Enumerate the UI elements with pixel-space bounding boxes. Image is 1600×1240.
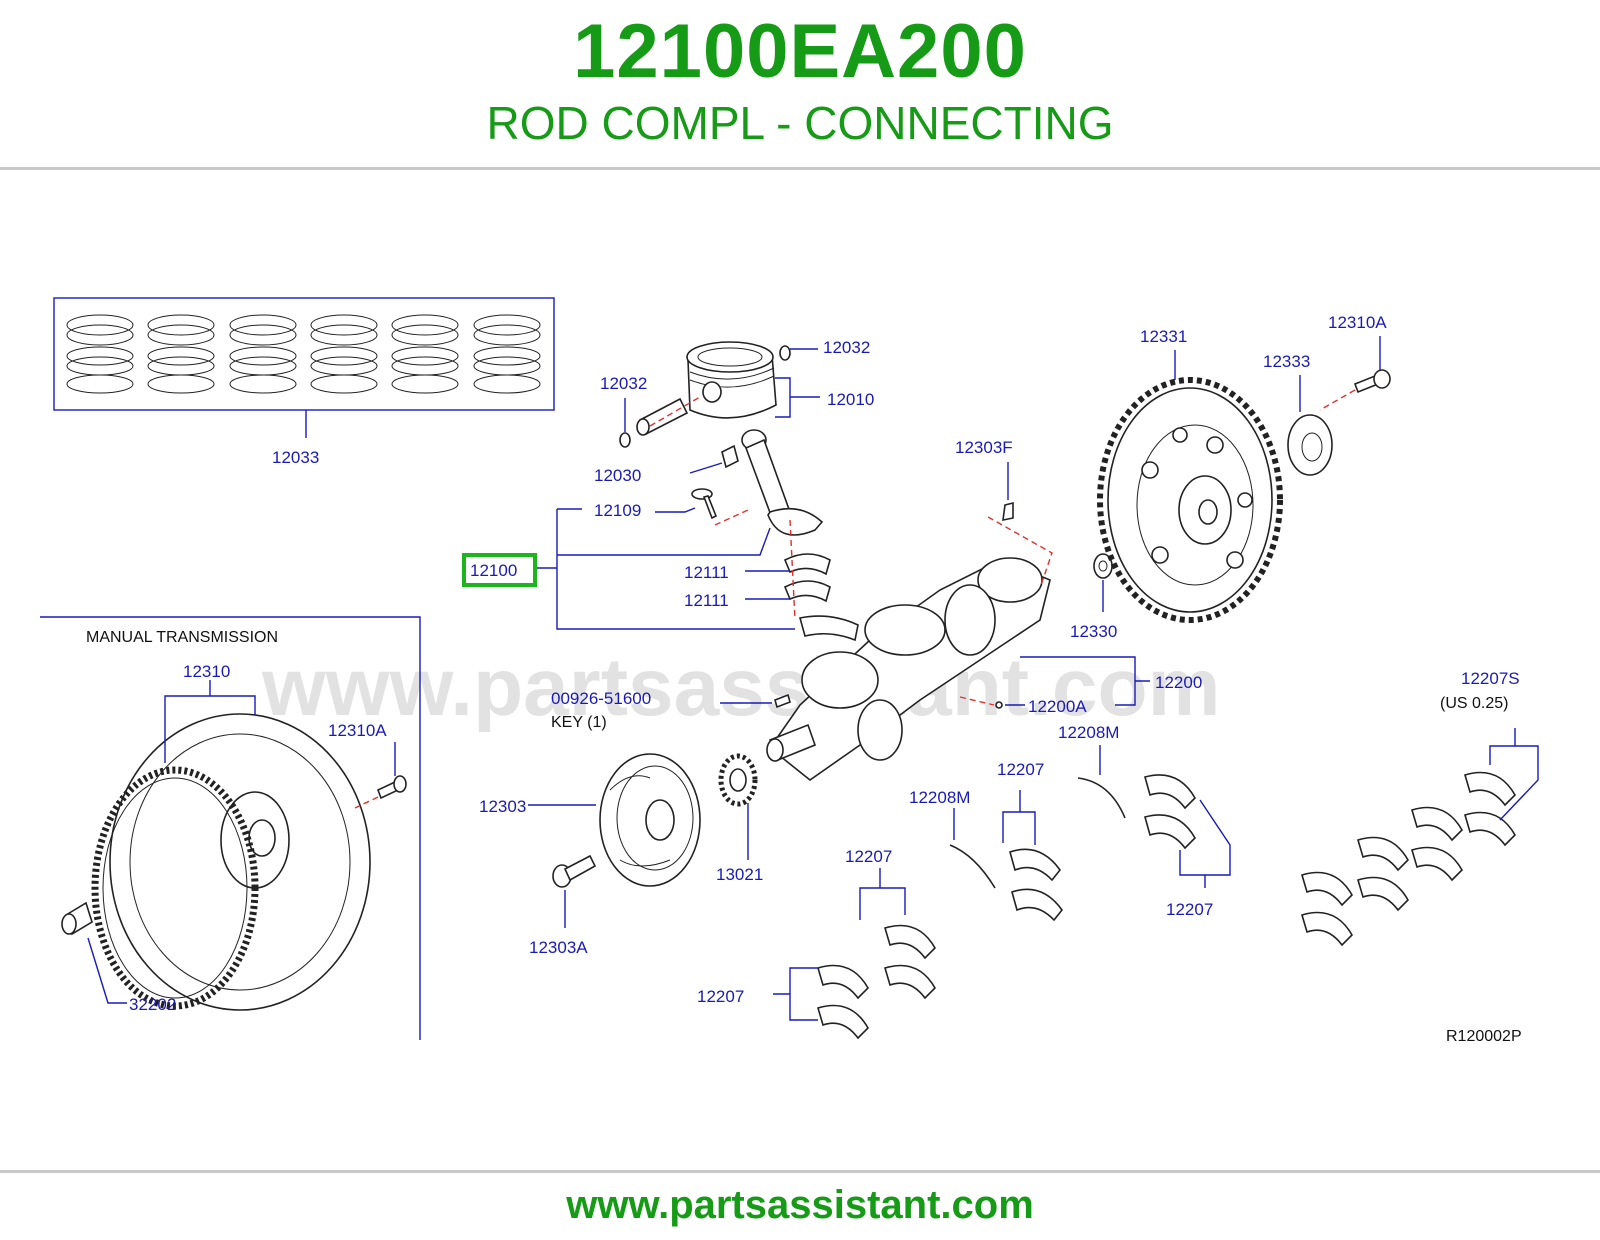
label-32202[interactable]: 32202 [129, 995, 176, 1014]
drawing-code: R120002P [1446, 1028, 1522, 1045]
label-12111-lower[interactable]: 12111 [684, 591, 729, 610]
label-12303[interactable]: 12303 [479, 797, 526, 816]
crankshaft [766, 516, 1053, 781]
label-12310A-right[interactable]: 12310A [1328, 313, 1387, 332]
label-12330[interactable]: 12330 [1070, 622, 1117, 641]
label-12303A[interactable]: 12303A [529, 938, 588, 957]
highlight-box-12100 [462, 553, 537, 587]
label-12032-left[interactable]: 12032 [600, 374, 647, 393]
part-description: ROD COMPL - CONNECTING [486, 97, 1114, 149]
header: 12100EA200 ROD COMPL - CONNECTING [0, 0, 1600, 168]
label-12303F[interactable]: 12303F [955, 438, 1013, 457]
label-12207-center[interactable]: 12207 [997, 760, 1044, 779]
label-12030[interactable]: 12030 [594, 466, 641, 485]
flywheel-12310 [91, 713, 371, 1011]
connecting-rod [691, 429, 859, 642]
label-12331[interactable]: 12331 [1140, 327, 1187, 346]
drive-plate-12331 [1097, 377, 1283, 623]
piston [619, 341, 791, 448]
label-12111-upper[interactable]: 12111 [684, 563, 729, 582]
label-12333[interactable]: 12333 [1263, 352, 1310, 371]
reinforcement-plate-12333 [1287, 375, 1333, 476]
crank-pulley-bolt-12303A [552, 854, 597, 928]
header-divider [0, 167, 1600, 170]
label-13021[interactable]: 13021 [716, 865, 763, 884]
label-us-0-25: (US 0.25) [1440, 695, 1508, 712]
part-number-title: 12100EA200 [573, 9, 1027, 94]
crank-pulley-12303 [599, 753, 701, 887]
sprocket-13021 [718, 753, 758, 860]
manual-transmission-title: MANUAL TRANSMISSION [86, 629, 278, 646]
label-12310[interactable]: 12310 [183, 662, 230, 681]
bolt-12310A-left [354, 742, 407, 809]
label-12200[interactable]: 12200 [1155, 673, 1202, 692]
watermark: www.partsassistant.com [261, 642, 1221, 733]
label-12208M-left[interactable]: 12208M [909, 788, 970, 807]
label-12010[interactable]: 12010 [827, 390, 874, 409]
label-12033[interactable]: 12033 [272, 448, 319, 467]
label-12208M-right[interactable]: 12208M [1058, 723, 1119, 742]
label-12100[interactable]: 12100 [470, 561, 517, 580]
label-12310A-left[interactable]: 12310A [328, 721, 387, 740]
label-12032-right[interactable]: 12032 [823, 338, 870, 357]
manual-transmission-frame [40, 616, 421, 1040]
pilot-bushing-12330 [1093, 553, 1113, 612]
footer-url-link[interactable]: www.partsassistant.com [566, 1183, 1034, 1227]
label-12207-middle[interactable]: 12207 [845, 847, 892, 866]
footer-divider [0, 1170, 1600, 1173]
label-key: KEY (1) [551, 714, 607, 731]
label-12200A[interactable]: 12200A [1028, 697, 1087, 716]
label-12109[interactable]: 12109 [594, 501, 641, 520]
label-00926-51600[interactable]: 00926-51600 [551, 689, 651, 708]
piston-ring-sets [53, 297, 555, 438]
label-12207-bottom[interactable]: 12207 [697, 987, 744, 1006]
pin-12303F [1002, 501, 1014, 522]
pilot-bearing-32202 [61, 901, 127, 1004]
bolt-12310A-right [1319, 336, 1391, 411]
label-12207-right[interactable]: 12207 [1166, 900, 1213, 919]
label-12207S[interactable]: 12207S [1461, 669, 1520, 688]
main-bearings [817, 771, 1516, 1040]
